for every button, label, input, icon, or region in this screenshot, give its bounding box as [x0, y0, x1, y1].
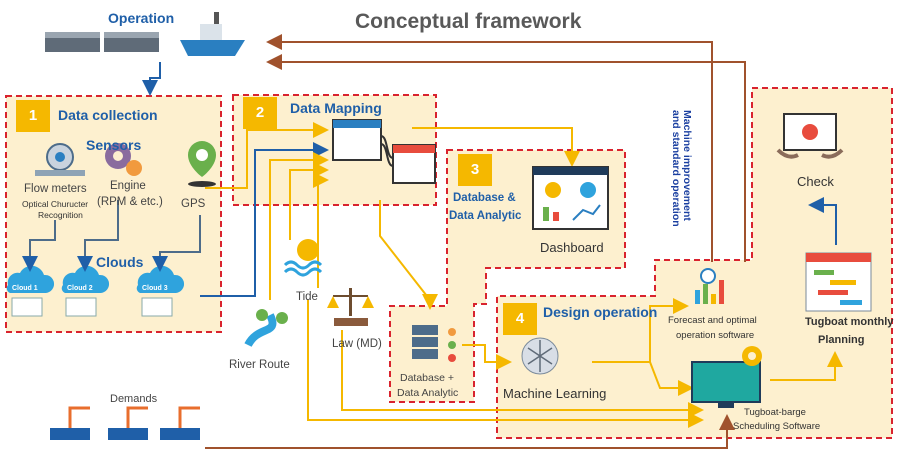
- forecast-label-line1: Forecast and optimal: [668, 315, 757, 326]
- section-1-number: 1: [16, 100, 50, 132]
- arrow-ml-tug: [649, 361, 694, 396]
- arrow-gps-mapping: [205, 122, 329, 189]
- check-label: Check: [797, 174, 834, 189]
- machine-learning-label: Machine Learning: [503, 386, 607, 401]
- database-icon: [412, 325, 456, 362]
- arrow-mapping-dashboard: [412, 127, 580, 167]
- box-design-operation: [496, 87, 893, 439]
- tide-label: Tide: [296, 291, 318, 303]
- gps-icon: [188, 141, 216, 187]
- section-3-title-line2: Data Analytic: [449, 210, 522, 222]
- river-route-icon: [244, 309, 288, 348]
- monthly-planning-label-line1: Tugboat monthly: [805, 316, 894, 328]
- arrow-db-ml: [462, 344, 512, 370]
- machine-improvement-line1: Machine improvement: [681, 110, 693, 221]
- machine-improvement-label: Machine improvement and standard operati…: [670, 110, 693, 240]
- engine-label: Engine: [110, 180, 146, 192]
- section-3-title-line1: Database &: [453, 192, 516, 204]
- demands-label: Demands: [110, 393, 158, 405]
- tablet-check-icon: [776, 113, 844, 159]
- arrow-demands: [205, 414, 735, 449]
- neural-network-icon: [521, 337, 559, 375]
- barge-icon: [45, 32, 159, 52]
- arrow-tug-monthly: [770, 351, 843, 381]
- section-4-number: 4: [503, 303, 537, 335]
- flow-meter-icon: [35, 143, 85, 176]
- law-label: Law (MD): [332, 338, 382, 350]
- sensors-label: Sensors: [86, 137, 142, 153]
- data-mapping-icon: [332, 119, 436, 184]
- cloud-3-label: Cloud 3: [142, 285, 168, 292]
- machine-improvement-line2: and standard operation: [670, 110, 682, 227]
- arrow-tide-mapping: [289, 162, 329, 240]
- arrow-feedback-outer: [266, 34, 713, 262]
- diagram-title: Conceptual framework: [355, 10, 582, 33]
- calendar-planning-icon: [805, 252, 872, 312]
- arrow-ml-forecast: [592, 298, 689, 363]
- cloud-2-label: Cloud 2: [67, 285, 93, 292]
- monthly-planning-label-line2: Planning: [818, 334, 865, 346]
- cloud-3-icon: [136, 265, 185, 317]
- arrow-river-mapping: [269, 152, 329, 300]
- rpm-label: (RPM & etc.): [97, 196, 163, 208]
- cloud-1-label: Cloud 1: [12, 285, 38, 292]
- arrow-feedback-inner: [266, 54, 746, 262]
- dashboard-label: Dashboard: [540, 240, 604, 255]
- gps-label: GPS: [181, 198, 206, 210]
- section-3-number: 3: [458, 154, 492, 186]
- forecast-chart-icon: [695, 268, 724, 304]
- port-cranes-icon: [50, 406, 200, 440]
- law-scales-icon: [327, 288, 374, 326]
- dashboard-icon: [532, 166, 609, 230]
- tugboat-scheduling-label-line1: Tugboat-barge: [744, 407, 806, 418]
- arrow-ocr-cloud1: [22, 220, 56, 272]
- engine-icon: [105, 143, 142, 176]
- section-2-number: 2: [243, 97, 277, 129]
- cloud-2-icon: [61, 265, 110, 317]
- ocr-label-line1: Optical Churucter: [22, 199, 89, 209]
- ocr-label-line2: Recognition: [38, 210, 83, 220]
- scheduling-software-icon: [691, 346, 762, 408]
- forecast-label-line2: operation software: [676, 330, 755, 341]
- arrow-mapping-db: [379, 200, 438, 310]
- arrow-engine-cloud2: [77, 200, 119, 272]
- arrow-river-tug: [307, 300, 704, 428]
- section-1-title: Data collection: [58, 107, 158, 123]
- cloud-1-icon: [6, 265, 55, 317]
- section-2-title: Data Mapping: [290, 100, 382, 116]
- database-label-line1: Database +: [400, 372, 454, 384]
- river-route-label: River Route: [229, 359, 290, 371]
- tugboat-icon: [180, 12, 245, 56]
- clouds-label: Clouds: [96, 254, 144, 270]
- operation-label: Operation: [108, 10, 175, 26]
- arrow-gps-cloud3: [152, 215, 201, 272]
- section-4-title: Design operation: [543, 304, 658, 320]
- arrow-law-tug: [341, 330, 704, 418]
- database-label-line2: Data Analytic: [397, 387, 459, 399]
- arrow-cloud-to-mapping: [200, 142, 329, 297]
- tide-icon: [283, 239, 323, 277]
- arrow-monthly-check: [808, 197, 837, 245]
- tugboat-scheduling-label-line2: Scheduling Software: [733, 421, 821, 432]
- flow-meters-label: Flow meters: [24, 183, 87, 195]
- arrow-operation-down: [142, 62, 161, 96]
